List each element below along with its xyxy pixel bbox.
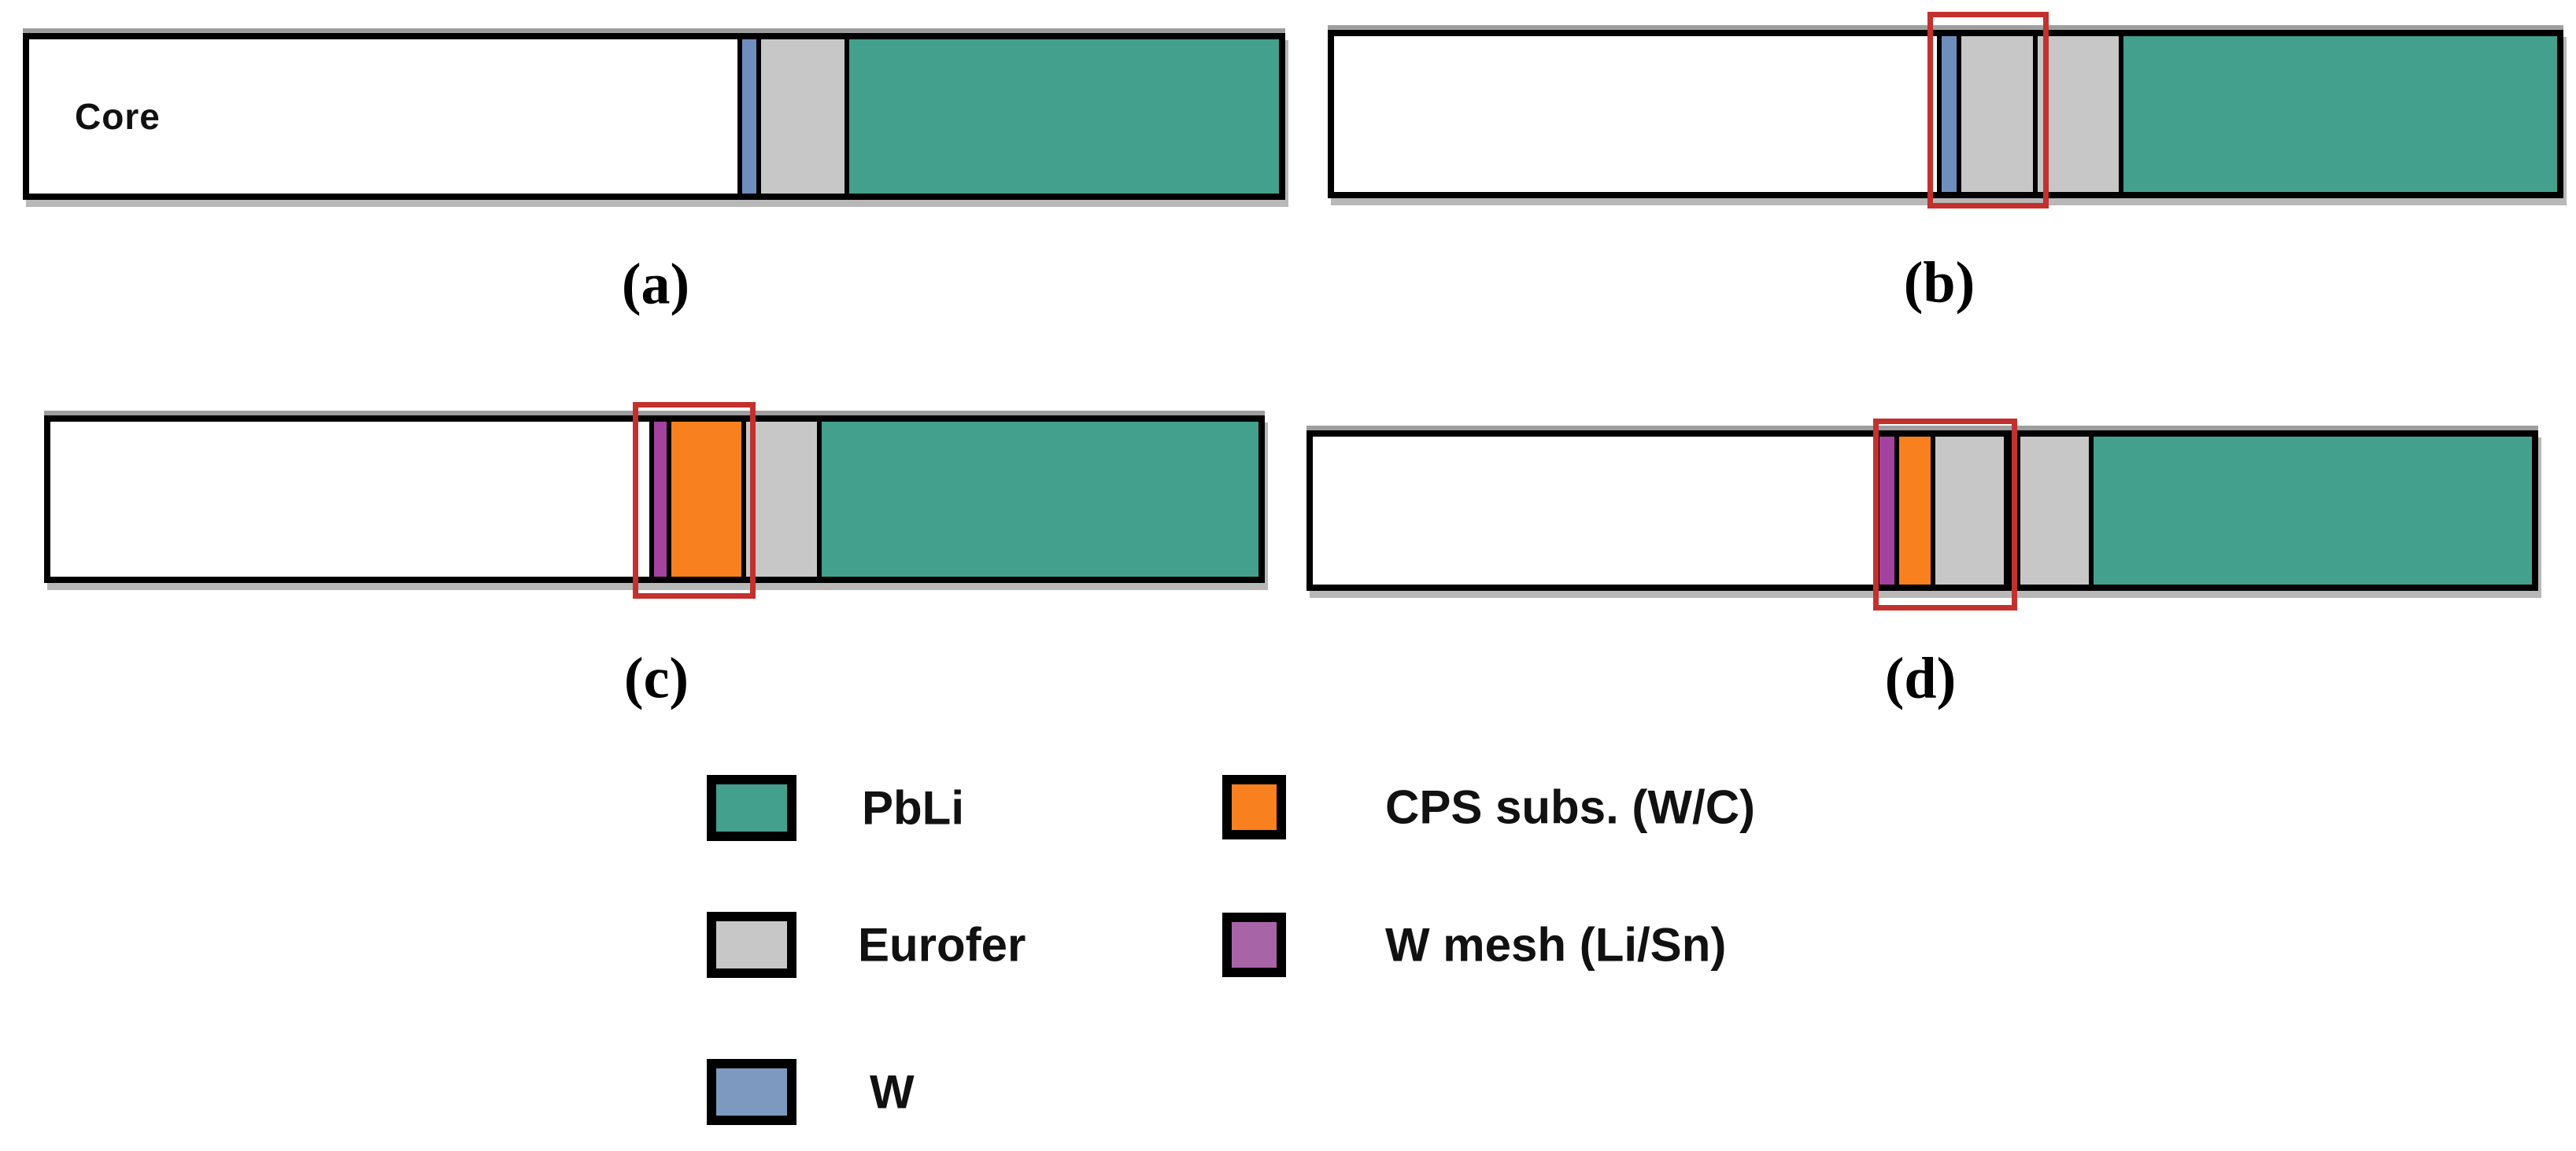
highlight-box-d bbox=[1873, 419, 2017, 611]
segment-wmesh bbox=[654, 422, 667, 577]
segment-eurofer bbox=[1961, 36, 2034, 192]
segment-core bbox=[50, 422, 650, 577]
segment-eurofer bbox=[745, 422, 818, 577]
segment-cps bbox=[671, 422, 741, 577]
legend-swatch-w bbox=[707, 1059, 796, 1125]
panel-label-b: (b) bbox=[1903, 250, 1975, 315]
segment-eurofer bbox=[760, 39, 845, 194]
segment-pbli bbox=[2093, 437, 2532, 585]
layer-bar-a: Core bbox=[23, 33, 1285, 200]
core-label: Core bbox=[75, 96, 161, 137]
legend-label-cps: CPS subs. (W/C) bbox=[1385, 780, 1756, 834]
panel-label-a: (a) bbox=[621, 252, 690, 317]
segment-pbli bbox=[849, 39, 1279, 194]
segment-core bbox=[1334, 36, 1938, 192]
segment-w bbox=[1942, 36, 1957, 192]
legend-swatch-wmesh bbox=[1222, 913, 1286, 977]
segment-pbli bbox=[2123, 36, 2557, 192]
layer-bar-c bbox=[44, 415, 1265, 583]
legend-label-wmesh: W mesh (Li/Sn) bbox=[1385, 918, 1727, 972]
segment-core: Core bbox=[29, 39, 738, 194]
segment-pbli bbox=[822, 422, 1258, 577]
legend-swatch-pbli bbox=[707, 775, 796, 841]
layer-bar-d bbox=[1306, 430, 2538, 591]
legend-swatch-cps bbox=[1222, 775, 1286, 839]
segment-eurofer bbox=[2038, 36, 2119, 192]
legend-label-w: W bbox=[870, 1065, 915, 1119]
legend-label-pbli: PbLi bbox=[862, 781, 964, 835]
segment-cps bbox=[1898, 437, 1931, 585]
legend-swatch-eurofer bbox=[707, 912, 796, 978]
highlight-box-b bbox=[1927, 12, 2049, 208]
panel-label-d: (d) bbox=[1884, 646, 1957, 711]
highlight-box-c bbox=[633, 402, 756, 599]
legend-label-eurofer: Eurofer bbox=[858, 918, 1026, 972]
layer-bar-b bbox=[1328, 30, 2563, 198]
segment-core bbox=[1313, 437, 1876, 585]
segment-eurofer bbox=[1935, 437, 2004, 585]
segment-w bbox=[742, 39, 756, 194]
panel-label-c: (c) bbox=[623, 646, 689, 711]
segment-wmesh bbox=[1879, 437, 1894, 585]
segment-eurofer bbox=[2020, 437, 2089, 585]
